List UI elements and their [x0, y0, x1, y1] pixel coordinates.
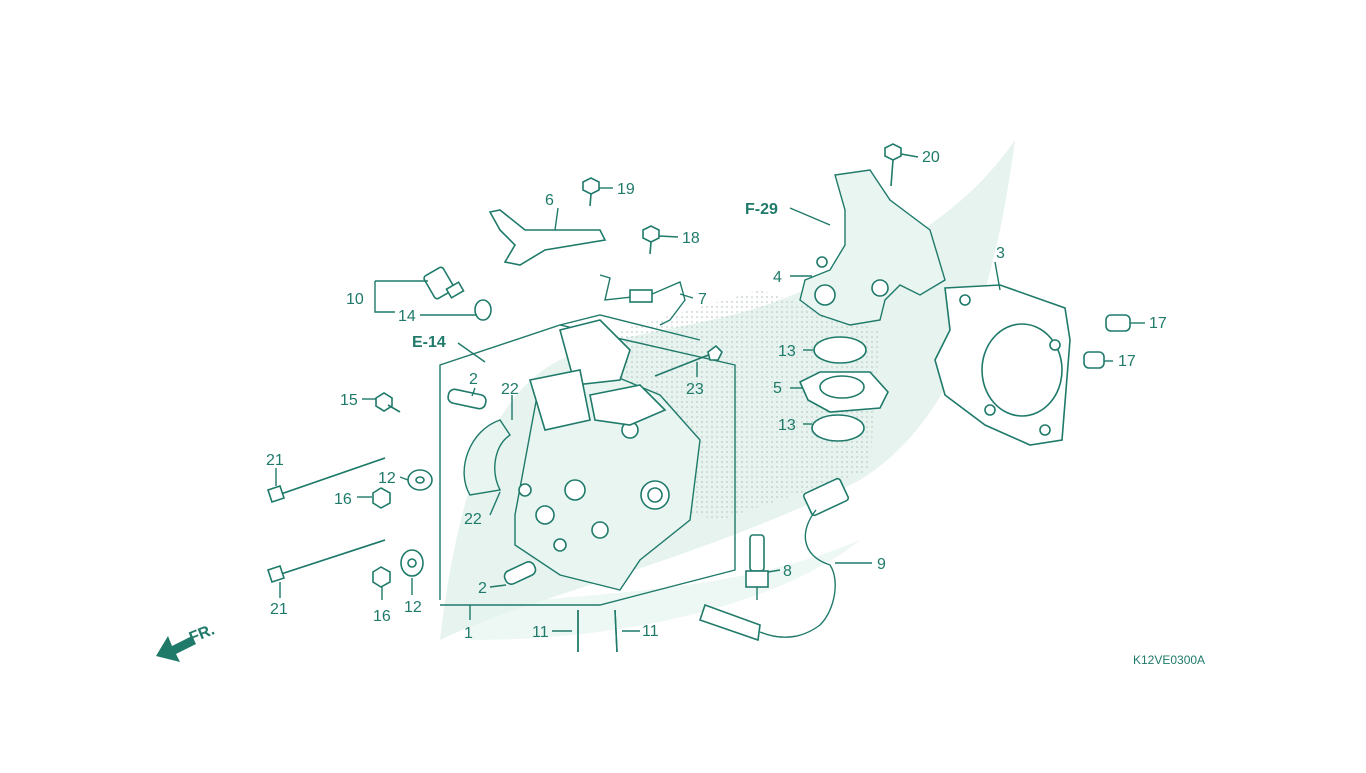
- stud-bolt: [266, 457, 386, 584]
- cylinder-head: [514, 319, 701, 591]
- nut: [372, 487, 391, 588]
- part-label: 17: [1118, 353, 1136, 370]
- flange-bolt: [582, 143, 902, 255]
- bolt: [375, 392, 401, 413]
- part-label: 22: [464, 511, 482, 528]
- part-label: 18: [682, 230, 700, 247]
- part-label: 7: [698, 291, 707, 308]
- part-label: 21: [266, 452, 284, 469]
- dowel-pin: [447, 388, 537, 585]
- part-label: 3: [996, 245, 1005, 262]
- part-labels: 1 2 2 3 4 5 6 7 8 9 10 11 11 12 12 13 13…: [266, 149, 1205, 667]
- leader-lines: [275, 153, 1145, 632]
- stud: [577, 609, 618, 653]
- oxygen-sensor: [698, 477, 850, 642]
- front-label: FR.: [187, 621, 217, 646]
- assembly-outline: [439, 314, 736, 606]
- part-label: 15: [340, 392, 358, 409]
- part-label: 5: [773, 380, 782, 397]
- part-label: 8: [783, 563, 792, 580]
- part-label: 2: [469, 371, 478, 388]
- insulator: [798, 371, 889, 413]
- part-label: 11: [532, 624, 549, 641]
- part-label: 13: [778, 417, 796, 434]
- part-label: 6: [545, 192, 554, 209]
- part-label: 12: [404, 599, 422, 616]
- part-label: 1: [464, 625, 473, 642]
- part-label: 10: [346, 291, 364, 308]
- intake-manifold: [799, 169, 946, 326]
- spark-plug: [745, 534, 769, 600]
- part-label: 21: [270, 601, 288, 618]
- part-label: 23: [686, 381, 704, 398]
- part-label: 22: [501, 381, 519, 398]
- reference-label: E-14: [412, 334, 446, 351]
- reference-label: F-29: [745, 201, 778, 218]
- arrow-down-left-icon: [156, 636, 196, 662]
- part-label: 2: [478, 580, 487, 597]
- part-label: 19: [617, 181, 635, 198]
- part-label: 4: [773, 269, 782, 286]
- long-bolt: [654, 344, 723, 377]
- cylinder-gasket: [934, 284, 1071, 446]
- temperature-sensor: [423, 266, 492, 321]
- part-label: 16: [373, 608, 391, 625]
- part-label: 9: [877, 556, 886, 573]
- part-label: 20: [922, 149, 940, 166]
- bracket: [488, 209, 607, 266]
- part-label: 14: [398, 308, 416, 325]
- diagram-code: K12VE0300A: [1133, 653, 1205, 667]
- gasket-arc: [463, 419, 511, 496]
- o-ring: [811, 336, 867, 442]
- part-label: 11: [642, 623, 659, 640]
- wire-clip: [599, 274, 686, 326]
- washer: [400, 469, 433, 577]
- part-label: 16: [334, 491, 352, 508]
- part-label: 17: [1149, 315, 1167, 332]
- part-label: 12: [378, 470, 396, 487]
- front-indicator: FR.: [156, 621, 217, 662]
- part-label: 13: [778, 343, 796, 360]
